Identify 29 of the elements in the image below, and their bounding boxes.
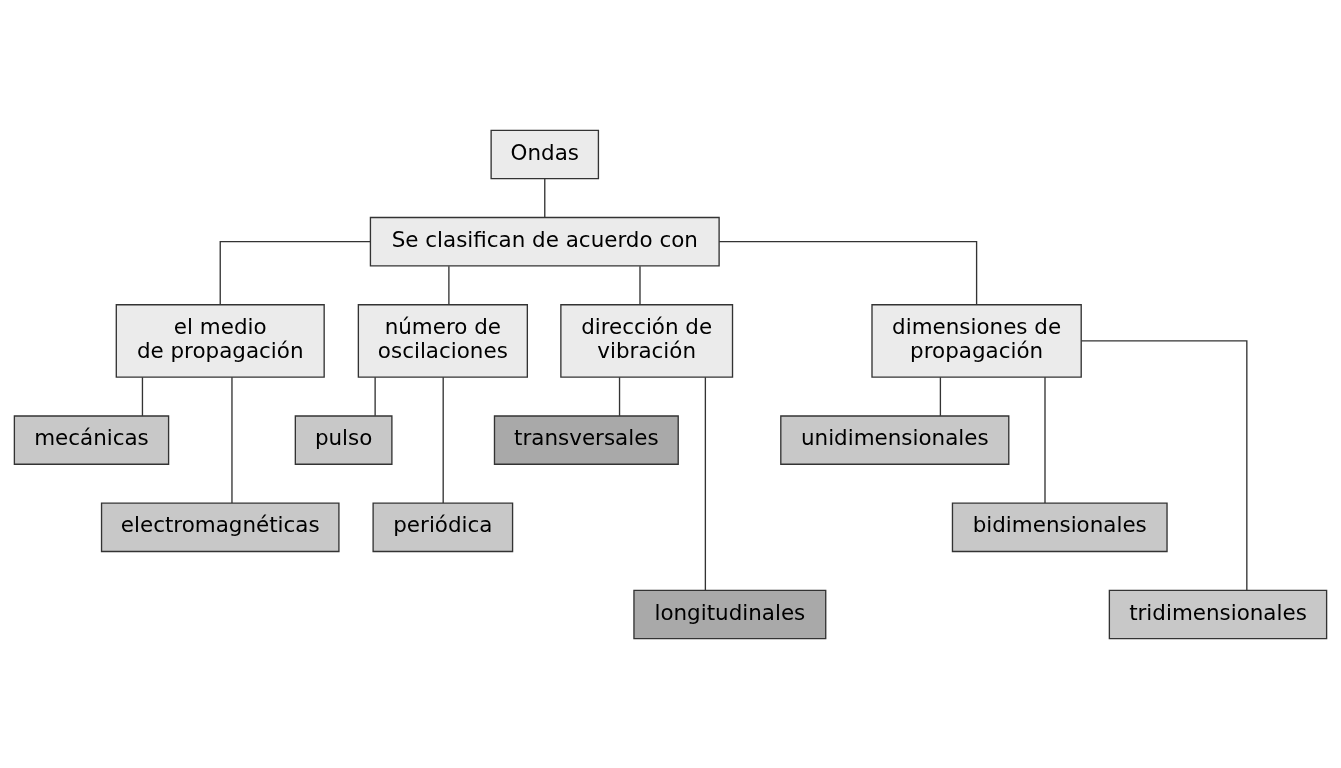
connector	[231, 376, 233, 504]
connector	[374, 376, 376, 416]
connector	[448, 265, 450, 305]
node-box: tridimensionales	[1108, 589, 1328, 639]
node-box: Ondas	[490, 129, 600, 179]
node-box: el medio de propagación	[115, 303, 325, 378]
connector	[1080, 339, 1248, 591]
connector	[639, 265, 641, 305]
node-box: longitudinales	[633, 589, 827, 639]
connector	[141, 376, 144, 416]
connector	[618, 376, 621, 416]
node-box: dimensiones de propagación	[871, 303, 1082, 378]
connector	[442, 376, 444, 504]
node-box: mecánicas	[13, 414, 170, 465]
connector	[219, 240, 371, 305]
node-box: electromagnéticas	[100, 502, 340, 552]
node-box: dirección de vibración	[560, 303, 734, 378]
node-box: periódica	[372, 502, 514, 552]
node-box: número de oscilaciones	[357, 303, 528, 378]
node-box: unidimensionales	[780, 414, 1010, 465]
node-box: pulso	[294, 414, 393, 465]
connector	[1044, 376, 1046, 504]
node-box: Se clasifican de acuerdo con	[369, 216, 720, 266]
connector	[939, 376, 942, 416]
node-box: bidimensionales	[951, 502, 1168, 552]
connector	[718, 240, 978, 305]
node-box: transversales	[493, 414, 679, 465]
connector	[544, 177, 546, 218]
connector	[704, 376, 707, 591]
